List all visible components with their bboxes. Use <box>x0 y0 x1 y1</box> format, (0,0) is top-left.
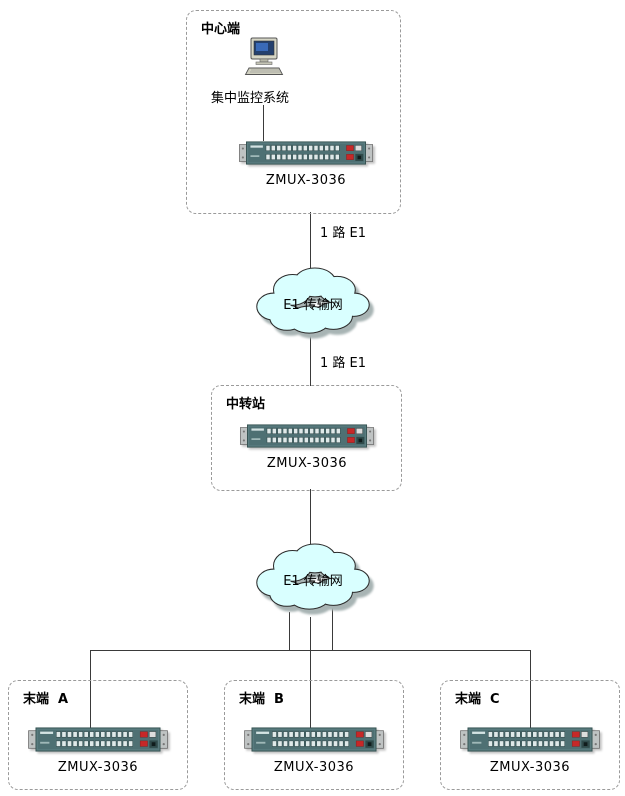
terminal-b-device-image <box>244 727 384 752</box>
computer-to-device-line <box>263 105 264 141</box>
cloud2-stub-left <box>289 612 290 650</box>
e1-network-cloud-1-label: E1 传输网 <box>283 298 343 313</box>
terminal-a-title: 末端 A <box>23 692 69 707</box>
link-line-center-to-cloud1 <box>310 212 311 270</box>
center-site-title: 中心端 <box>201 22 241 37</box>
relay-device-label: ZMUX-3036 <box>266 456 348 471</box>
terminal-c-device-label: ZMUX-3036 <box>489 760 571 775</box>
terminal-a-device-image <box>28 727 168 752</box>
drop-line-terminal-c <box>530 650 531 732</box>
center-device-label: ZMUX-3036 <box>265 173 347 188</box>
relay-device-image <box>240 424 374 448</box>
terminal-c-device-image <box>460 727 600 752</box>
computer-icon <box>244 37 284 81</box>
terminal-c-title: 末端 C <box>455 692 500 707</box>
terminal-c-box: 末端 C ZMUX-3036 <box>440 680 620 790</box>
monitoring-system-label: 集中监控系统 <box>210 91 289 106</box>
terminal-a-box: 末端 A ZMUX-3036 <box>8 680 188 790</box>
link-line-relay-to-cloud2 <box>310 489 311 544</box>
relay-station-title: 中转站 <box>226 397 266 412</box>
link-line-cloud1-to-relay <box>310 336 311 386</box>
e1-network-cloud-2-label: E1 传输网 <box>283 574 343 589</box>
center-site-box: 中心端 集中监控系统 ZMUX-3036 <box>186 10 401 214</box>
terminal-b-box: 末端 B ZMUX-3036 <box>224 680 404 790</box>
link-label-2: 1 路 E1 <box>320 356 367 371</box>
drop-line-terminal-b <box>310 617 311 732</box>
center-device-image <box>239 141 373 165</box>
cloud2-stub-right <box>332 608 333 650</box>
terminal-a-device-label: ZMUX-3036 <box>57 760 139 775</box>
terminal-b-title: 末端 B <box>239 692 284 707</box>
terminal-b-device-label: ZMUX-3036 <box>273 760 355 775</box>
link-label-1: 1 路 E1 <box>320 226 367 241</box>
drop-line-terminal-a <box>90 650 91 732</box>
relay-station-box: 中转站 ZMUX-3036 <box>211 385 402 491</box>
